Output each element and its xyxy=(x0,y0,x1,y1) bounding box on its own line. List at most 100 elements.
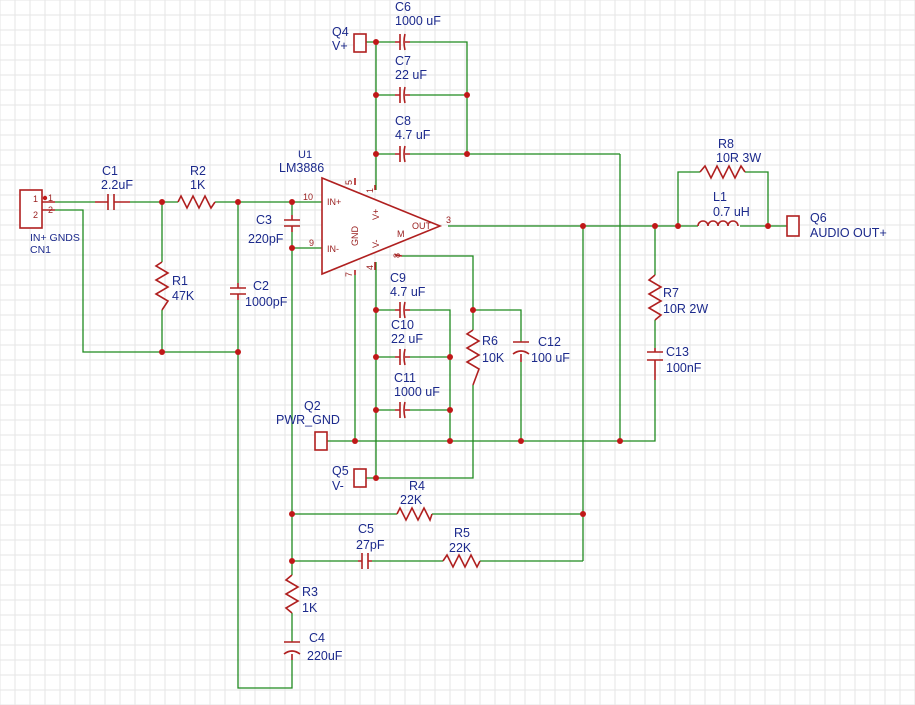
u1-pin-label-gnd: GND xyxy=(350,226,360,247)
u1-pin-stubs xyxy=(354,178,403,275)
c6-symbol[interactable] xyxy=(395,33,410,51)
c3-symbol[interactable] xyxy=(284,215,300,232)
q2-ref: Q2 xyxy=(304,399,321,413)
junction-dot xyxy=(42,195,48,201)
u1-pin-4: 4 xyxy=(365,265,375,270)
junction-dot xyxy=(235,349,241,355)
u1-pin-5: 5 xyxy=(344,180,354,185)
c10-ref: C10 xyxy=(391,318,414,332)
components xyxy=(19,33,800,660)
u1-pin-label-inplus: IN+ xyxy=(327,197,341,207)
r3-symbol[interactable] xyxy=(284,574,300,614)
r2-ref: R2 xyxy=(190,164,206,178)
c3-value: 220pF xyxy=(248,232,284,246)
u1-pin-10: 10 xyxy=(303,192,313,202)
junction-dot xyxy=(470,307,476,313)
l1-value: 0.7 uH xyxy=(713,205,750,219)
junction-dot xyxy=(464,151,470,157)
r1-value: 47K xyxy=(172,289,195,303)
c1-ref: C1 xyxy=(102,164,118,178)
junction-dot xyxy=(159,199,165,205)
c8-value: 4.7 uF xyxy=(395,128,431,142)
wire-zobel xyxy=(582,226,656,561)
junction-dot xyxy=(352,438,358,444)
r1-symbol[interactable] xyxy=(154,261,170,311)
c5-ref: C5 xyxy=(358,522,374,536)
junction-dot xyxy=(675,223,681,229)
junction-dot xyxy=(765,223,771,229)
wire-feedback-node xyxy=(291,247,322,642)
c8-ref: C8 xyxy=(395,114,411,128)
c7-symbol[interactable] xyxy=(395,86,410,104)
c11-symbol[interactable] xyxy=(395,401,410,419)
cn1-ref: CN1 xyxy=(30,244,51,256)
u1-pin-1: 1 xyxy=(365,188,375,193)
u1-opamp[interactable] xyxy=(321,176,443,276)
c8-symbol[interactable] xyxy=(395,145,410,163)
cn1-inner2: 2 xyxy=(33,210,38,220)
c2-symbol[interactable] xyxy=(230,287,246,295)
q6-net: AUDIO OUT+ xyxy=(810,226,887,240)
c3-ref: C3 xyxy=(256,213,272,227)
u1-pin-7: 7 xyxy=(344,272,354,277)
c12-symbol[interactable] xyxy=(512,341,530,362)
u1-value: LM3886 xyxy=(279,161,324,175)
u1-pin-8: 8 xyxy=(392,253,402,258)
wire-mute xyxy=(402,255,522,441)
q4-net: V+ xyxy=(332,39,348,53)
q6-connector[interactable] xyxy=(786,215,800,237)
r7-symbol[interactable] xyxy=(647,274,663,321)
c5-symbol[interactable] xyxy=(358,553,372,569)
c9-value: 4.7 uF xyxy=(390,285,426,299)
q2-connector[interactable] xyxy=(314,431,328,451)
c5-value: 27pF xyxy=(356,538,385,552)
junction-dot xyxy=(580,223,586,229)
r8-ref: R8 xyxy=(718,137,734,151)
junction-dot xyxy=(373,307,379,313)
r7-ref: R7 xyxy=(663,286,679,300)
c6-ref: C6 xyxy=(395,0,411,14)
r8-symbol[interactable] xyxy=(699,164,746,180)
junction-dot xyxy=(373,151,379,157)
c2-value: 1000pF xyxy=(245,295,288,309)
r2-value: 1K xyxy=(190,178,206,192)
c4-value: 220uF xyxy=(307,649,343,663)
c9-symbol[interactable] xyxy=(395,301,410,319)
r4-symbol[interactable] xyxy=(396,506,433,523)
q4-connector[interactable] xyxy=(353,33,367,53)
u1-ref: U1 xyxy=(298,149,312,161)
wire-vplus-rail xyxy=(366,41,620,190)
wire-input-gnd xyxy=(55,209,240,353)
r6-symbol[interactable] xyxy=(465,329,481,386)
r3-ref: R3 xyxy=(302,585,318,599)
r5-ref: R5 xyxy=(454,526,470,540)
l1-symbol[interactable] xyxy=(697,220,739,227)
c6-value: 1000 uF xyxy=(395,14,441,28)
wires xyxy=(55,41,787,689)
cn1-pin2: 2 xyxy=(48,205,53,215)
u1-pin-label-vplus: V+ xyxy=(371,209,381,220)
c1-symbol[interactable] xyxy=(95,194,130,210)
r2-symbol[interactable] xyxy=(177,194,216,210)
junction-dot xyxy=(447,438,453,444)
q5-connector[interactable] xyxy=(353,468,367,488)
labels: IN+ IN- OUT M V+ GND V- 10 9 5 1 3 7 4 8… xyxy=(30,0,887,663)
c10-value: 22 uF xyxy=(391,332,423,346)
junction-dot xyxy=(652,223,658,229)
cn1-connector[interactable] xyxy=(19,189,43,229)
wire-feedback xyxy=(292,513,583,562)
c10-symbol[interactable] xyxy=(395,348,410,366)
c1-value: 2.2uF xyxy=(101,178,133,192)
u1-pin-label-out: OUT xyxy=(412,221,432,231)
junction-dot xyxy=(580,511,586,517)
c4-symbol[interactable] xyxy=(283,641,301,660)
c7-ref: C7 xyxy=(395,54,411,68)
cn1-inner1: 1 xyxy=(33,194,38,204)
junction-dot xyxy=(518,438,524,444)
r5-symbol[interactable] xyxy=(442,553,481,569)
wire-c2-c4 xyxy=(237,202,293,689)
r4-value: 22K xyxy=(400,493,423,507)
junction-dot xyxy=(373,475,379,481)
c13-symbol[interactable] xyxy=(647,348,663,380)
c4-ref: C4 xyxy=(309,631,325,645)
